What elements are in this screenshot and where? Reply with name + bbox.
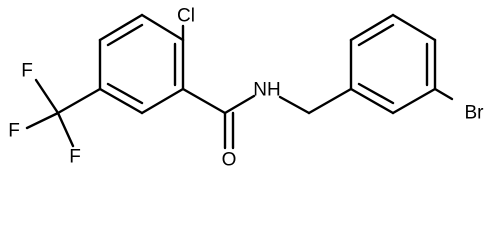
bromine-label: Br	[465, 103, 485, 124]
bond-ring-to-carbonyl	[181, 87, 227, 115]
chloro-substituent: Cl	[177, 6, 195, 42]
bromophenyl-ring	[349, 13, 437, 115]
nitrogen-hydrogen-label: NH	[253, 80, 280, 101]
right-ring-bond-6	[349, 87, 395, 115]
right-ring-bond-3	[391, 13, 437, 42]
ring-bond-c1-c2	[98, 13, 144, 42]
bond-cf3-to-f-top	[34, 78, 60, 115]
bromo-substituent: Br	[433, 87, 485, 124]
bond-ch2-to-ring	[307, 87, 353, 115]
right-ring-inner-double-bond-3	[357, 82, 395, 105]
bond-carbonyl-to-nitrogen	[223, 94, 256, 115]
ring-bond-c4-c5	[140, 87, 185, 115]
fluorine-label-top: F	[21, 61, 33, 82]
oxygen-label: O	[222, 150, 237, 171]
fluorine-label-bottom: F	[69, 147, 81, 168]
ring-inner-double-bond-3	[106, 82, 144, 105]
bond-ring-to-cf3	[56, 87, 102, 115]
bond-cf3-to-f-left	[25, 111, 60, 130]
bond-nitrogen-to-ch2	[278, 95, 311, 115]
amide-group: O NH	[181, 80, 281, 171]
right-ring-bond-2	[349, 13, 395, 42]
trifluoromethyl-group: F F F	[8, 61, 102, 168]
structure-canvas: F F F Cl O NH	[8, 5, 485, 171]
bond-cf3-to-f-bottom	[56, 111, 75, 148]
ring-bond-c5-c6	[98, 87, 144, 115]
right-ring-inner-double-bond-1	[357, 23, 395, 47]
fluorine-label-left: F	[8, 121, 20, 142]
right-ring-bond-5	[391, 87, 437, 115]
bond-ring-to-bromine	[433, 87, 454, 101]
benzyl-linker	[278, 87, 353, 115]
ring-bond-c2-c3	[140, 13, 185, 42]
trifluoromethyl-chlorophenyl-ring	[98, 13, 185, 115]
chlorine-label: Cl	[177, 6, 195, 27]
ring-inner-double-bond-1	[106, 23, 144, 47]
chemical-structure-drawing: F F F Cl O NH	[8, 6, 485, 171]
